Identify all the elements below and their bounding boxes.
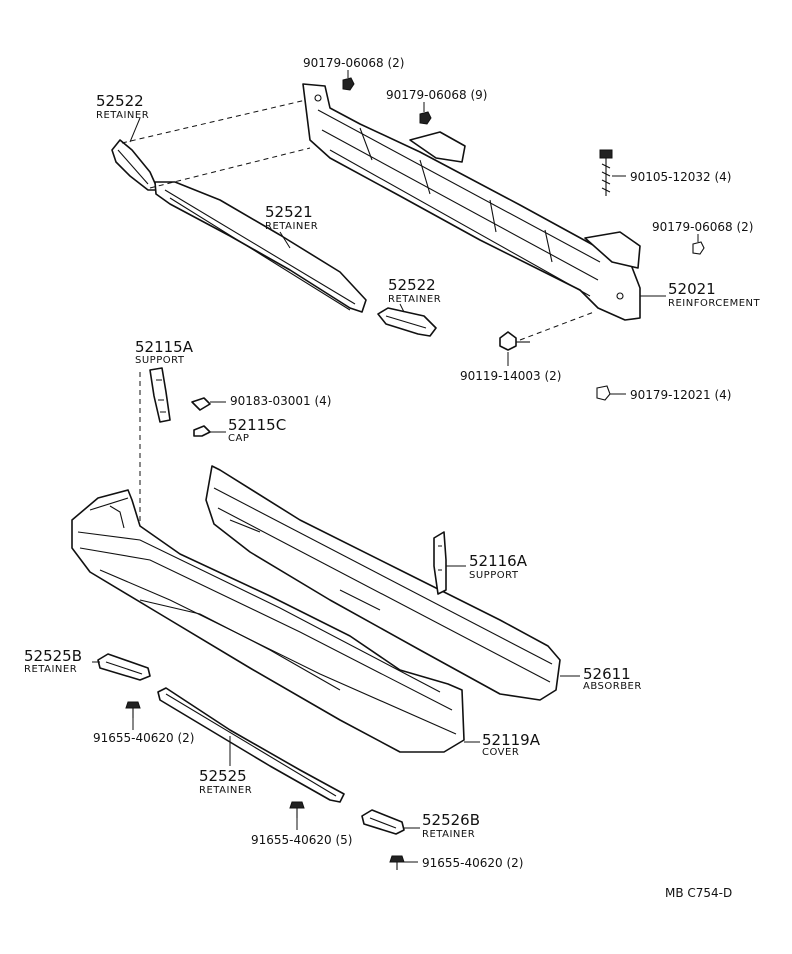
diagram-code: MB C754-D	[665, 886, 732, 900]
fastener-label: 90179-06068 (2)	[303, 56, 405, 70]
retainer-52525-drawing	[157, 687, 345, 803]
fastener-label: 90183-03001 (4)	[230, 394, 332, 408]
nut-icon	[419, 111, 432, 125]
nut-icon	[692, 241, 705, 255]
part-name: SUPPORT	[469, 570, 519, 581]
part-name: RETAINER	[24, 664, 77, 675]
assembly-line	[121, 99, 307, 144]
reinforcement-52021-drawing	[302, 83, 641, 321]
part-number: 52521	[265, 203, 313, 221]
fastener-label: 91655-40620 (5)	[251, 833, 353, 847]
fastener-label: 90179-06068 (2)	[652, 220, 754, 234]
retainer-52522-upper-drawing	[111, 139, 159, 191]
clip-icon	[289, 801, 305, 818]
part-name: COVER	[482, 747, 519, 758]
clip-icon	[125, 701, 141, 718]
assembly-line	[149, 147, 311, 189]
part-number: 52115C	[228, 416, 286, 434]
cap-icon	[193, 425, 211, 437]
fastener-label: 90119-14003 (2)	[460, 369, 562, 383]
fastener-label: 90105-12032 (4)	[630, 170, 732, 184]
fastener-label: 91655-40620 (2)	[93, 731, 195, 745]
part-number: 52119A	[482, 731, 541, 749]
part-number: 52116A	[469, 552, 528, 570]
absorber-52611-drawing	[205, 465, 561, 701]
clip-icon	[191, 397, 211, 411]
part-name: RETAINER	[199, 785, 252, 796]
part-name: RETAINER	[422, 829, 475, 840]
part-name: RETAINER	[96, 110, 149, 121]
part-number: 52522	[388, 276, 436, 294]
part-number: 52525	[199, 767, 247, 785]
part-number: 52522	[96, 92, 144, 110]
support-52115a-drawing	[149, 367, 171, 423]
cover-52119a-drawing	[71, 489, 465, 753]
part-number: 52021	[668, 280, 716, 298]
part-name: CAP	[228, 433, 249, 444]
part-number: 52115A	[135, 338, 194, 356]
support-52116a-drawing	[433, 531, 447, 595]
retainer-52525b-drawing	[97, 653, 151, 681]
part-number: 52526B	[422, 811, 480, 829]
part-number: 52611	[583, 665, 631, 683]
part-name: SUPPORT	[135, 355, 185, 366]
retainer-52521-drawing	[154, 181, 367, 313]
bolt-icon	[499, 331, 530, 351]
retainer-52526b-drawing	[361, 809, 405, 835]
fastener-label: 90179-12021 (4)	[630, 388, 732, 402]
retainer-52522-lower-drawing	[377, 307, 437, 337]
part-name: RETAINER	[388, 294, 441, 305]
nut-icon	[596, 385, 611, 401]
bolt-icon	[599, 149, 613, 196]
fastener-label: 90179-06068 (9)	[386, 88, 488, 102]
fastener-label: 91655-40620 (2)	[422, 856, 524, 870]
part-name: ABSORBER	[583, 681, 642, 692]
part-number: 52525B	[24, 647, 82, 665]
part-name: RETAINER	[265, 221, 318, 232]
part-name: REINFORCEMENT	[668, 298, 760, 309]
nut-icon	[342, 77, 355, 91]
assembly-line	[519, 311, 595, 341]
clip-icon	[389, 855, 405, 870]
